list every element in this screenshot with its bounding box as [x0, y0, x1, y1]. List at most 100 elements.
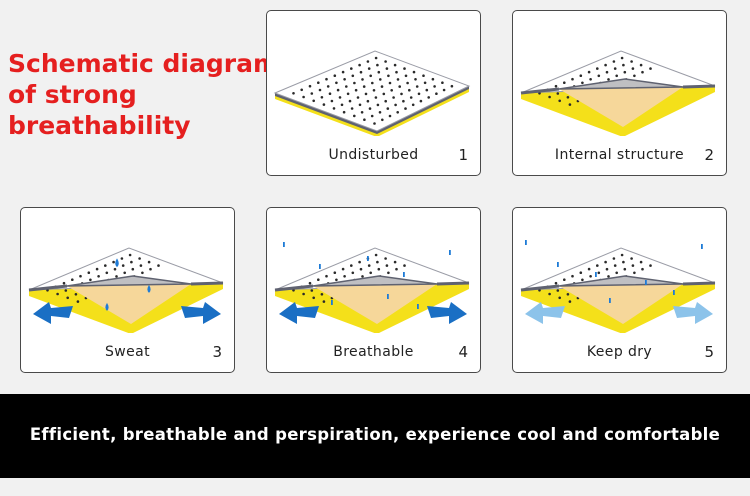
pore-dot — [554, 84, 558, 88]
pore-dot — [630, 60, 633, 63]
pore-dot — [589, 78, 592, 81]
panel-label: Breathable — [333, 344, 414, 360]
pore-dot — [358, 63, 361, 67]
fabric-edge — [274, 284, 314, 292]
pore-dot — [406, 81, 409, 85]
pore-dot — [381, 118, 384, 122]
pore-dot — [556, 92, 560, 95]
pore-dot — [623, 267, 627, 271]
pore-dot — [374, 96, 378, 99]
pore-dot — [351, 271, 355, 275]
pore-dot — [350, 67, 353, 70]
fabric-illustration — [28, 247, 224, 333]
pore-dot — [554, 281, 558, 285]
pore-dot — [649, 67, 652, 70]
pore-dot — [332, 107, 336, 110]
pore-dot — [597, 271, 601, 275]
pore-dot — [374, 56, 378, 60]
pore-dot — [345, 85, 348, 88]
vapor-particle — [701, 244, 703, 249]
pore-dot — [633, 74, 636, 78]
pore-dot — [597, 74, 601, 78]
pore-dot — [350, 107, 354, 110]
pore-dot — [302, 95, 305, 99]
pore-dot — [548, 95, 551, 99]
vapor-particle — [609, 298, 611, 303]
pore-dot — [366, 99, 370, 103]
pore-dot — [415, 85, 419, 88]
pore-dot — [384, 99, 387, 103]
pore-dot — [356, 96, 360, 99]
vapor-particle — [403, 272, 405, 277]
pore-dot — [360, 111, 364, 114]
panel-breathable: Breathable 4 — [266, 207, 481, 373]
pore-dot — [390, 89, 393, 92]
pore-dot — [633, 271, 636, 275]
pore-dot — [308, 281, 312, 285]
title-line-3: breathability — [8, 111, 191, 140]
pore-dot — [333, 271, 337, 274]
pore-dot — [548, 292, 551, 296]
pore-dot — [631, 264, 635, 267]
pore-dot — [343, 275, 346, 278]
pore-dot — [605, 70, 609, 74]
pore-dot — [79, 274, 82, 278]
pore-dot — [292, 92, 295, 95]
pore-dot — [320, 96, 324, 99]
pore-dot — [612, 257, 616, 260]
pore-dot — [622, 260, 625, 264]
pore-dot — [411, 103, 415, 107]
pore-dot — [308, 84, 312, 88]
pore-dot — [322, 300, 326, 303]
pore-dot — [322, 103, 326, 106]
diagram-title: Schematic diagram of strong breathabilit… — [8, 48, 279, 141]
pore-dot — [310, 92, 314, 95]
air-arrow-left — [525, 302, 565, 324]
pore-dot — [139, 264, 143, 267]
pore-dot — [414, 78, 417, 81]
pore-dot — [385, 67, 389, 70]
sweat-drop — [147, 284, 151, 293]
pore-dot — [394, 103, 397, 107]
pore-dot — [64, 289, 68, 292]
pore-dot — [56, 292, 59, 296]
pore-dot — [377, 267, 381, 271]
pore-dot — [404, 74, 408, 78]
panel-number: 1 — [458, 146, 468, 164]
panel-sweat: Sweat 3 — [20, 207, 235, 373]
inner-gray-layer — [558, 275, 684, 287]
vapor-particle — [449, 250, 451, 255]
inner-gray-layer — [558, 78, 684, 90]
fabric-edge — [275, 86, 469, 134]
pore-dot — [317, 278, 320, 281]
pore-dot — [649, 264, 652, 267]
pore-dot — [362, 85, 366, 88]
pore-dot — [442, 88, 446, 92]
pore-dot — [351, 74, 355, 78]
pore-dot — [369, 271, 372, 275]
pore-dot — [300, 88, 303, 92]
footer-caption: Efficient, breathable and perspiration, … — [29, 425, 721, 444]
pore-dot — [71, 278, 74, 281]
panel-number: 4 — [458, 343, 468, 361]
pore-dot — [330, 99, 334, 103]
pore-dot — [387, 74, 390, 78]
pore-dot — [128, 253, 132, 257]
pore-dot — [630, 257, 633, 260]
pore-dot — [396, 111, 399, 114]
pore-dot — [604, 260, 607, 264]
air-arrow-right — [427, 302, 467, 324]
pore-dot — [409, 96, 413, 99]
pore-dot — [342, 110, 346, 114]
fabric-illustration — [274, 242, 470, 333]
pore-dot — [292, 289, 295, 292]
pore-dot — [359, 267, 363, 271]
vapor-particle — [673, 290, 675, 295]
pore-dot — [641, 267, 644, 271]
pore-dot — [141, 271, 144, 275]
pore-dot — [393, 63, 397, 67]
fabric-edge — [682, 84, 716, 89]
fabric-edge — [682, 281, 716, 286]
panel-number: 5 — [704, 343, 714, 361]
vapor-particle — [417, 304, 419, 309]
